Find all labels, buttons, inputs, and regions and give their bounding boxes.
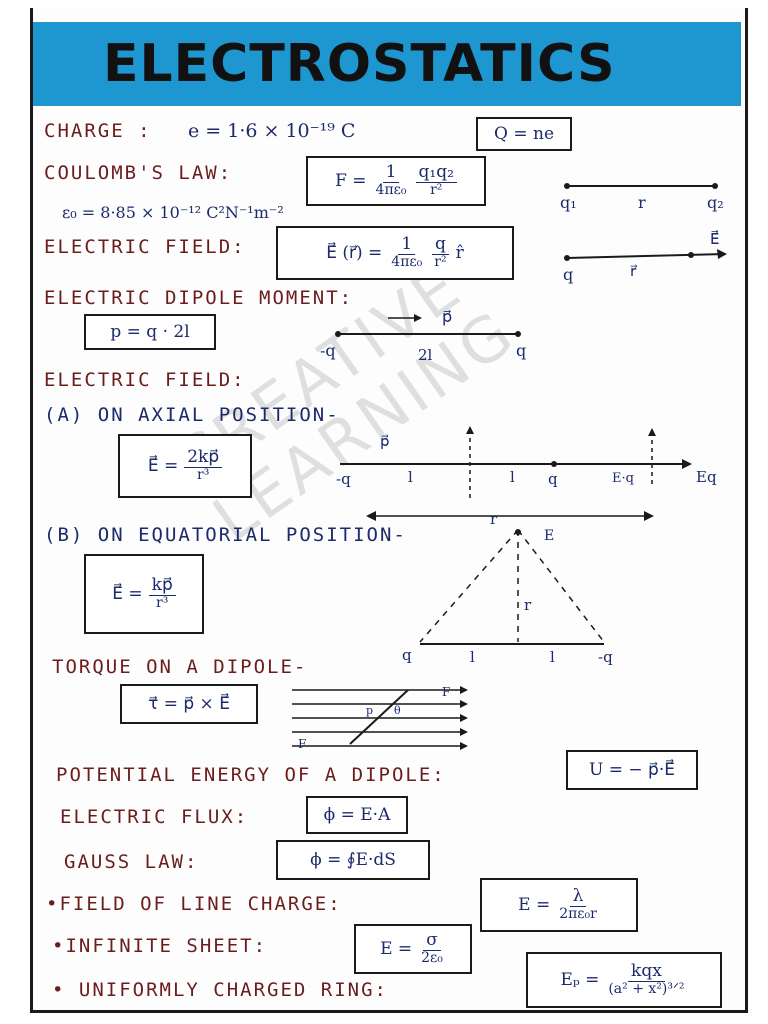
charge-formula: e = 1·6 × 10⁻¹⁹ C (188, 120, 356, 142)
r-label: r (490, 510, 498, 528)
coulomb-label: COULOMB'S LAW: (44, 162, 233, 184)
flux-label: ELECTRIC FLUX: (60, 806, 249, 828)
theta-label: θ (394, 704, 401, 717)
dipole-rod (349, 689, 409, 745)
charge-dot (551, 461, 557, 467)
plus-q-label: q (516, 341, 526, 360)
torque-label: TORQUE ON A DIPOLE- (52, 656, 308, 678)
coulomb-diagram: q₁ r q₂ (560, 183, 724, 212)
point-dot (688, 252, 694, 258)
side-dash (419, 529, 519, 643)
charge-dot (515, 331, 521, 337)
field2-label: ELECTRIC FIELD: (44, 369, 246, 391)
field-line (566, 253, 726, 259)
axial-label: (A) ON AXIAL POSITION- (44, 404, 340, 426)
q-label: q (563, 265, 573, 284)
ring-box: Eₚ = kqx(a² + x²)³ᐟ² (526, 952, 722, 1008)
E-label: E⃗ (710, 229, 719, 248)
ring-label: • UNIFORMLY CHARGED RING: (52, 979, 388, 1001)
charge-label: CHARGE : (44, 120, 152, 142)
l-label: l (408, 468, 413, 486)
q-label: q (402, 646, 412, 664)
charge-dot (335, 331, 341, 337)
equatorial-box: E⃗ = kp⃗r³ (84, 554, 204, 634)
equatorial-label: (B) ON EQUATORIAL POSITION- (44, 524, 407, 546)
field-label: ELECTRIC FIELD: (44, 236, 246, 258)
page-title: ELECTROSTATICS (103, 34, 616, 94)
line-charge-label: •FIELD OF LINE CHARGE: (46, 893, 342, 915)
epsilon-value: ε₀ = 8·85 × 10⁻¹² C²N⁻¹m⁻² (62, 203, 284, 222)
dipole-label: ELECTRIC DIPOLE MOMENT: (44, 287, 354, 309)
p-label: p⃗ (380, 432, 390, 450)
r-vector-label: r⃗ (630, 262, 638, 280)
arrow-head (414, 314, 422, 322)
q-label: q (548, 470, 558, 488)
F-label: F (298, 737, 306, 751)
l-label: l (470, 648, 475, 666)
gauss-label: GAUSS LAW: (64, 851, 199, 873)
dipole-diagram: p⃗ -q 2l q (320, 307, 526, 364)
arrow-head (366, 511, 376, 521)
gauss-box: ϕ = ∮E·dS (276, 840, 430, 880)
point-dot (515, 529, 521, 535)
charge-dot (712, 183, 718, 189)
arrow-head (682, 459, 692, 469)
length-label: 2l (418, 346, 433, 364)
r-label: r (524, 596, 532, 614)
arrow-head (648, 428, 656, 436)
arrow-head (717, 249, 727, 259)
field-diagram: E⃗ q r⃗ (563, 229, 727, 284)
q2-label: q₂ (707, 193, 724, 212)
p-label: p (366, 704, 373, 717)
torque-box: τ⃗ = p⃗ × E⃗ (120, 684, 258, 724)
l-label: l (510, 468, 515, 486)
r-label: r (638, 193, 646, 212)
potential-label: POTENTIAL ENERGY OF A DIPOLE: (56, 764, 446, 786)
torque-diagram: F F p θ (292, 685, 468, 751)
l-label: l (550, 648, 555, 666)
charge-dot (564, 255, 570, 261)
sheet-label: •INFINITE SHEET: (52, 935, 268, 957)
minus-q-label: -q (336, 470, 351, 488)
side-dash (517, 529, 605, 643)
q1-label: q₁ (560, 193, 577, 212)
Eq-point-label: E·q (612, 471, 634, 486)
minus-q-label: -q (598, 648, 613, 666)
charge-box: Q = ne (476, 117, 572, 151)
arrow-head (466, 426, 474, 434)
axial-box: E⃗ = 2kp⃗r³ (118, 434, 252, 498)
E-label: E (544, 528, 554, 544)
minus-q-label: -q (320, 341, 336, 360)
axial-diagram: p⃗ -q l l q E·q Eq r (336, 426, 717, 528)
title-banner: ELECTROSTATICS (33, 22, 741, 106)
flux-box: ϕ = E·A (306, 796, 408, 834)
dipole-box: p = q · 2l (84, 314, 216, 350)
potential-box: U = − p⃗·E⃗ (566, 750, 698, 790)
equatorial-diagram: E r q l l -q (402, 528, 613, 666)
F-label: F (442, 685, 450, 699)
charge-dot (564, 183, 570, 189)
field-arrowheads (460, 686, 468, 750)
p-label: p⃗ (442, 307, 452, 326)
Eq-label: Eq (696, 468, 717, 486)
arrow-head (644, 511, 654, 521)
